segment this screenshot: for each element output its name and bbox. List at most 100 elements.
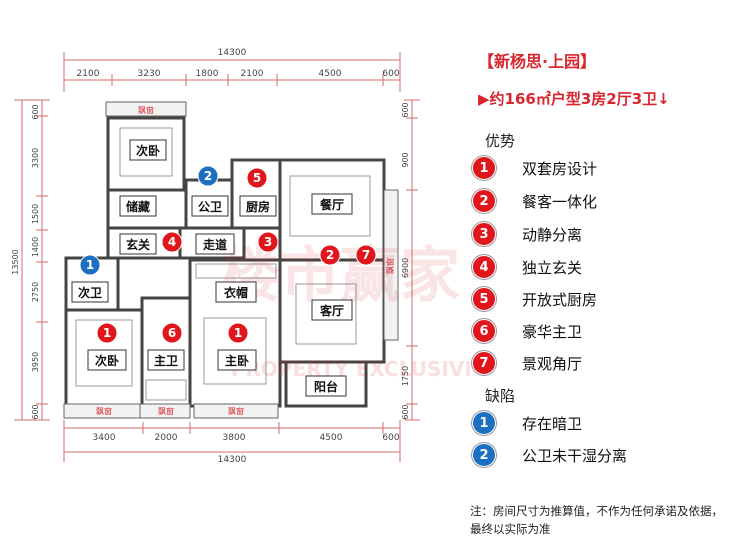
marker-red-2: [319, 244, 341, 266]
room-foyer: 玄关: [126, 237, 150, 252]
pro-label: 动静分离: [522, 225, 583, 244]
marker-red-5-label: 5: [253, 171, 261, 185]
marker-red-6-label: 6: [168, 326, 176, 340]
disclaimer-note: 注：房间尺寸为推算值，不作为任何承诺及依据，最终以实际为准: [470, 504, 723, 536]
pro-item-4: 4 独立玄关: [472, 254, 582, 280]
furniture: [75, 127, 371, 401]
dim-left-7: 600: [31, 404, 40, 419]
marker-blue-2: [197, 165, 219, 187]
marker-red-1b: [227, 322, 249, 344]
con-label: 公卫未干湿分离: [522, 446, 628, 465]
pro-item-7: 7 景观角厅: [472, 350, 582, 376]
pro-label: 双套房设计: [522, 159, 598, 178]
bay-window-label-b2: 飘窗: [158, 406, 174, 416]
marker-red-2-label: 2: [326, 248, 334, 262]
room-second-bed-top: 次卧: [136, 143, 160, 158]
dim-top-6: 600: [382, 69, 399, 79]
room-second-bed-bottom: 次卧: [95, 353, 119, 368]
pro-label: 景观角厅: [522, 354, 583, 373]
badge-icon: 2: [472, 443, 496, 467]
room-balcony: 阳台: [314, 379, 338, 394]
top-dimensions: [63, 52, 401, 92]
dim-top-5: 4500: [319, 69, 342, 79]
bay-window-label-b1: 飘窗: [96, 406, 112, 416]
dim-right-2: 900: [401, 152, 410, 167]
marker-red-1b-label: 1: [234, 326, 242, 340]
bay-window-label-top: 飘窗: [138, 105, 154, 115]
badge-icon: 4: [472, 255, 496, 279]
badge-icon: 1: [472, 156, 496, 180]
marker-red-7-label: 7: [362, 248, 370, 262]
dim-bottom-5: 600: [382, 433, 399, 443]
bay-windows: [63, 101, 399, 419]
room-second-bath: 次卫: [78, 285, 102, 300]
page-title: 【新杨思·上园】: [478, 52, 597, 71]
room-public-bath: 公卫: [198, 200, 222, 214]
dim-bottom-total: 14300: [218, 455, 247, 465]
pro-label: 开放式厨房: [522, 290, 598, 309]
badge-icon: 7: [472, 351, 496, 375]
dim-top-2: 3230: [138, 69, 161, 79]
marker-red-3: [257, 231, 279, 253]
pros-heading: 优势: [485, 132, 516, 150]
pro-item-2: 2 餐客一体化: [472, 188, 597, 214]
room-master-bath: 主卫: [154, 353, 178, 368]
dim-right-4: 1750: [401, 366, 410, 386]
marker-red-1a-label: 1: [103, 326, 111, 340]
marker-red-7: [355, 244, 377, 266]
badge-icon: 3: [472, 222, 496, 246]
dim-left-4: 1400: [31, 237, 40, 257]
dim-right-1: 600: [401, 102, 410, 117]
pro-item-1: 1 双套房设计: [472, 155, 597, 181]
dim-left-total: 13500: [11, 249, 20, 274]
page-subtitle: ▶约166㎡户型3房2厅3卫↓: [478, 90, 670, 108]
bottom-dimensions: [63, 420, 401, 462]
dim-top-1: 2100: [77, 69, 100, 79]
bay-window-label-side: 飘窗: [385, 258, 395, 274]
room-kitchen: 厨房: [246, 199, 270, 214]
room-master-bed: 主卧: [225, 353, 249, 368]
marker-red-4-label: 4: [168, 235, 176, 249]
left-dimensions: [14, 99, 50, 421]
pro-label: 独立玄关: [522, 258, 583, 277]
right-dimensions: [404, 99, 420, 421]
dim-right-3: 6900: [401, 258, 410, 278]
dim-left-2: 3300: [31, 148, 40, 168]
dim-left-3: 1500: [31, 204, 40, 224]
con-item-2: 2 公卫未干湿分离: [472, 442, 627, 468]
room-living: 客厅: [319, 303, 344, 318]
marker-red-6: [161, 322, 183, 344]
pro-item-5: 5 开放式厨房: [472, 286, 597, 312]
dim-left-6: 3950: [31, 352, 40, 372]
marker-red-3-label: 3: [264, 235, 272, 249]
pro-item-3: 3 动静分离: [472, 221, 582, 247]
marker-blue-1-label: 1: [86, 258, 94, 272]
room-storage: 储藏: [126, 199, 150, 214]
bay-window-label-b3: 飘窗: [228, 406, 244, 416]
marker-red-5: [246, 167, 268, 189]
dim-top-3: 1800: [196, 69, 219, 79]
cons-heading: 缺陷: [485, 387, 516, 405]
dim-bottom-4: 4500: [320, 433, 343, 443]
pro-label: 豪华主卫: [522, 322, 583, 341]
room-closet: 衣帽: [224, 285, 248, 300]
floor-plan: 14300 2100 3230 1800 2100 4500 600 3400 …: [11, 48, 470, 465]
badge-icon: 5: [472, 287, 496, 311]
marker-blue-1: [79, 254, 101, 276]
badge-icon: 1: [472, 411, 496, 435]
marker-red-4: [161, 231, 183, 253]
dim-right-5: 600: [401, 404, 410, 419]
con-item-1: 1 存在暗卫: [472, 410, 582, 436]
watermark-en: PROPERTY EXCLUSIVE: [231, 357, 470, 381]
badge-icon: 2: [472, 189, 496, 213]
dim-bottom-2: 2000: [155, 433, 178, 443]
dim-top-total: 14300: [218, 48, 247, 58]
marker-red-1a: [96, 322, 118, 344]
dim-left-1: 600: [31, 104, 40, 119]
pro-item-6: 6 豪华主卫: [472, 318, 582, 344]
dim-bottom-3: 3800: [223, 433, 246, 443]
dim-left-5: 2750: [31, 282, 40, 302]
con-label: 存在暗卫: [522, 414, 583, 433]
room-dining: 餐厅: [320, 197, 344, 212]
badge-icon: 6: [472, 319, 496, 343]
